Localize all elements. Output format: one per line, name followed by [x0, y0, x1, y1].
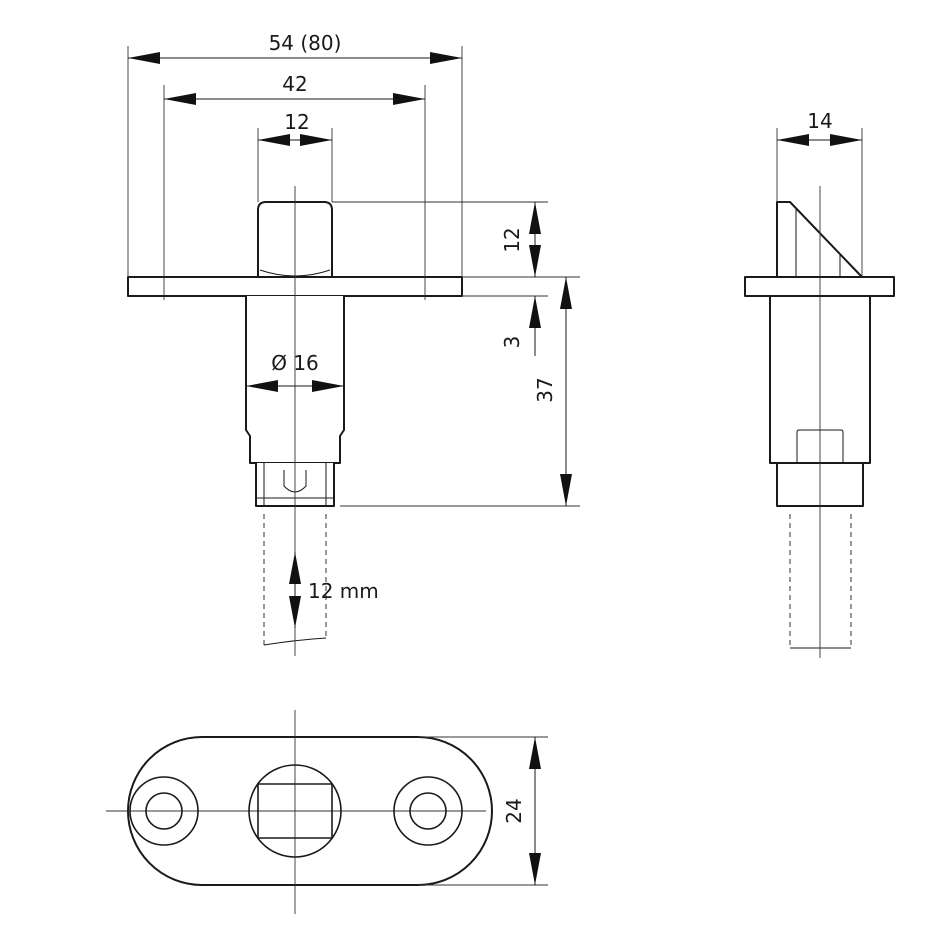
dim-plunger-height: 12 [500, 227, 524, 252]
dim-travel: 12 mm [308, 579, 379, 603]
dim-body-length: 37 [533, 377, 557, 402]
top-bore [248, 764, 342, 858]
dim-side-width: 14 [807, 109, 832, 133]
dim-plunger-width: 12 [284, 110, 309, 134]
side-flange [744, 276, 895, 297]
side-view: 14 [744, 109, 895, 658]
dim-body-diameter: Ø 16 [271, 351, 319, 375]
front-dimensions: 54 (80) 42 12 12 3 37 Ø 16 12 [127, 31, 580, 628]
top-plunger-square [257, 783, 333, 839]
top-view: 24 [106, 710, 548, 914]
dim-flange-height: 24 [502, 798, 526, 823]
dim-flange-thickness: 3 [500, 336, 524, 349]
front-view [127, 186, 463, 656]
dim-hole-spacing: 42 [282, 72, 307, 96]
side-plunger [776, 201, 863, 278]
top-hole-right [393, 776, 463, 846]
top-hole-left [129, 776, 199, 846]
dim-overall-width: 54 (80) [269, 31, 342, 55]
